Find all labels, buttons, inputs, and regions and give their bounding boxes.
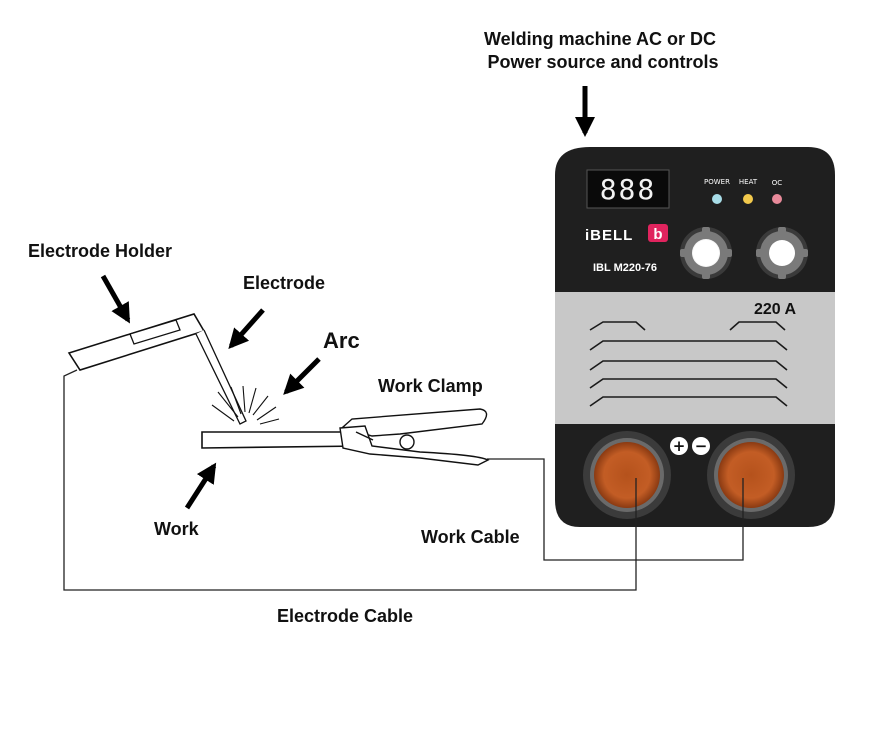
work-cable-label: Work Cable: [421, 527, 520, 547]
electrode-label: Electrode: [243, 273, 325, 293]
machine-caption-line2: Power source and controls: [487, 52, 718, 72]
svg-text:HEAT: HEAT: [739, 178, 758, 186]
electrode-holder: [67, 313, 206, 371]
svg-text:OC: OC: [772, 179, 783, 187]
work-cable: [487, 458, 744, 561]
minus-icon: −: [692, 437, 710, 455]
svg-text:POWER: POWER: [704, 178, 730, 186]
rating-label: 220 A: [754, 301, 797, 318]
svg-text:−: −: [695, 437, 708, 455]
arrow-electrode: [228, 308, 265, 349]
arrow-work: [184, 462, 217, 510]
welding-machine: 888 POWER HEAT OC iBELL b IBL M220-76: [555, 147, 835, 527]
electrode-holder-label: Electrode Holder: [28, 241, 172, 261]
arrow-arc: [283, 357, 321, 395]
heat-knob[interactable]: [680, 227, 732, 279]
electrode-cable: [63, 369, 637, 591]
svg-text:b: b: [653, 226, 662, 243]
current-knob[interactable]: [756, 227, 808, 279]
indicator-power: POWER: [704, 178, 730, 204]
machine-caption-line1: Welding machine AC or DC: [484, 29, 716, 49]
machine-grey-panel: [555, 292, 835, 424]
display-digits: 888: [600, 173, 657, 206]
electrode-rod: [195, 329, 247, 425]
svg-text:+: +: [673, 437, 686, 455]
negative-terminal[interactable]: [583, 431, 671, 519]
model-label: IBL M220-76: [593, 262, 657, 274]
work-clamp-label: Work Clamp: [378, 376, 483, 396]
positive-terminal[interactable]: [707, 431, 795, 519]
digital-display: [586, 169, 670, 209]
indicator-oc: OC: [772, 179, 783, 204]
indicator-heat: HEAT: [739, 178, 758, 204]
work-label: Work: [154, 519, 200, 539]
electrode-cable-label: Electrode Cable: [277, 606, 413, 626]
vent-slots: [589, 321, 788, 407]
work-piece: [201, 431, 363, 449]
brand-logo: iBELL: [585, 227, 633, 244]
arc-label: Arc: [323, 328, 360, 353]
arrow-electrode-holder: [100, 274, 131, 324]
arc-sparks: [211, 385, 280, 425]
brand-mark-icon: [648, 224, 668, 242]
work-clamp: [339, 408, 490, 466]
plus-icon: +: [670, 437, 688, 455]
